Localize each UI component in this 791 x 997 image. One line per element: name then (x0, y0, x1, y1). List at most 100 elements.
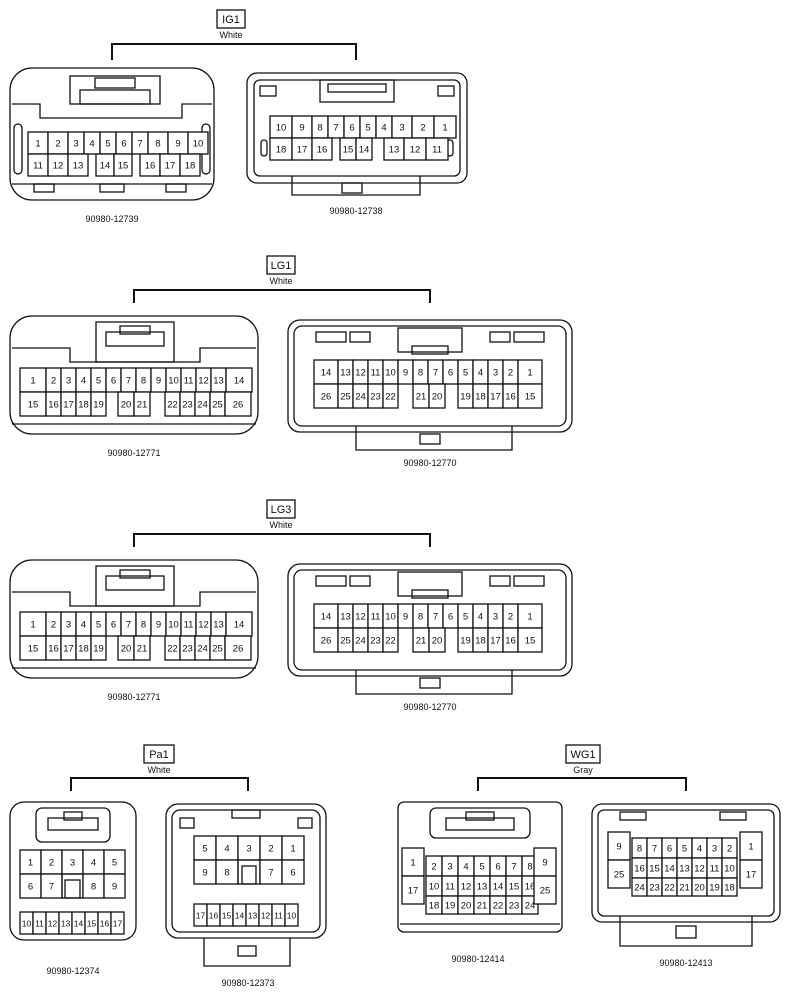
pin-cell: 17 (487, 627, 504, 653)
housing-shoulder (12, 347, 256, 363)
part-number: 90980-12770 (403, 458, 456, 468)
pin-number: 21 (416, 392, 427, 403)
connector-body (9, 559, 259, 679)
top-slot (513, 575, 545, 587)
pin-number: 17 (297, 145, 308, 156)
inner-housing (293, 569, 567, 671)
pin-number: 3 (493, 368, 498, 379)
pin-number: 6 (111, 376, 116, 387)
top-slot (349, 575, 371, 587)
pin-number: 14 (234, 376, 245, 387)
pin-number: 2 (420, 123, 425, 134)
pin-number: 6 (28, 882, 33, 893)
pin-number: 10 (168, 620, 179, 631)
pin-cell: 6 (105, 611, 122, 637)
pin-number: 15 (525, 392, 536, 403)
pin-cell: 4 (457, 855, 475, 877)
pin-box (133, 391, 151, 417)
pin-number: 17 (746, 870, 757, 881)
pin-number: 4 (463, 862, 468, 873)
pin-number: 15 (28, 400, 39, 411)
corner-slot-left (179, 817, 195, 829)
pin-cell: 17 (60, 391, 77, 417)
part-number: 90980-12413 (659, 958, 712, 968)
pin-cell: 23 (505, 895, 523, 915)
pin-box (19, 635, 47, 661)
pin-number: 16 (317, 145, 328, 156)
bottom-key (419, 433, 441, 445)
pin-cell: 13 (337, 359, 354, 385)
pin-cell: 8 (135, 367, 152, 393)
pin-cell: 25 (337, 383, 354, 409)
pin-box (382, 383, 399, 409)
pin-cell: 19 (90, 391, 107, 417)
pin-cell: 13 (676, 857, 693, 879)
group-bracket (70, 777, 249, 791)
pin-number: 13 (679, 864, 690, 875)
latch-outline (429, 807, 531, 839)
pin-cell: 17 (193, 903, 208, 927)
pin-cell: 2 (502, 603, 519, 629)
pin-number: 20 (432, 392, 443, 403)
connector-body (9, 67, 215, 201)
top-slot (315, 575, 347, 587)
pin-cell: 13 (473, 875, 491, 897)
pin-cell: 7 (505, 855, 523, 877)
pin-number: 4 (381, 123, 386, 134)
pin-number: 24 (355, 636, 366, 647)
pin-cell: 1 (433, 115, 457, 139)
pin-cell: 11 (180, 611, 197, 637)
pin-number: 1 (442, 123, 447, 134)
pin-cell: 11 (425, 137, 449, 161)
pin-number: 7 (511, 862, 516, 873)
group-color: White (147, 765, 170, 775)
pin-number: 17 (196, 911, 206, 921)
pin-grid: 117 (739, 831, 763, 889)
pin-cell: 20 (457, 895, 475, 915)
pin-cell: 7 (120, 367, 137, 393)
pin-number: 2 (727, 844, 732, 855)
pin-cell: 22 (489, 895, 507, 915)
pin-number: 19 (445, 901, 456, 912)
pin-box (224, 635, 252, 661)
pin-cell: 17 (110, 911, 125, 935)
pin-number: 5 (105, 139, 110, 150)
pin-cell: 2 (45, 367, 62, 393)
pin-number: 10 (724, 864, 735, 875)
pin-cell: 11 (441, 875, 459, 897)
pin-cell: 4 (75, 367, 92, 393)
pin-number: 13 (61, 919, 71, 929)
pin-number: 2 (508, 368, 513, 379)
pin-number: 17 (490, 392, 501, 403)
pin-cell: 21 (133, 635, 151, 661)
pin-number: 12 (355, 612, 366, 623)
pin-number: 25 (614, 870, 625, 881)
pin-cell: 11 (27, 153, 49, 177)
pin-number: 4 (224, 844, 229, 855)
pin-cell: 23 (179, 635, 196, 661)
pin-cell: 2 (411, 115, 435, 139)
pin-cell: 3 (487, 359, 504, 385)
pin-cell: 12 (45, 911, 60, 935)
pin-cell: 17 (739, 859, 763, 889)
pin-cell: 4 (83, 131, 101, 155)
pin-cell: 14 (225, 611, 253, 637)
pin-cell: 2 (40, 849, 63, 875)
pin-number: 11 (33, 161, 43, 172)
pin-cell: 24 (194, 391, 211, 417)
pin-cell: 24 (352, 383, 369, 409)
connector-body (165, 803, 327, 939)
pin-number: 20 (121, 400, 132, 411)
pin-box (179, 153, 201, 177)
pin-cell: 1 (401, 847, 425, 877)
pin-number: 3 (246, 844, 251, 855)
top-slot (489, 331, 511, 343)
pin-box (721, 877, 738, 897)
